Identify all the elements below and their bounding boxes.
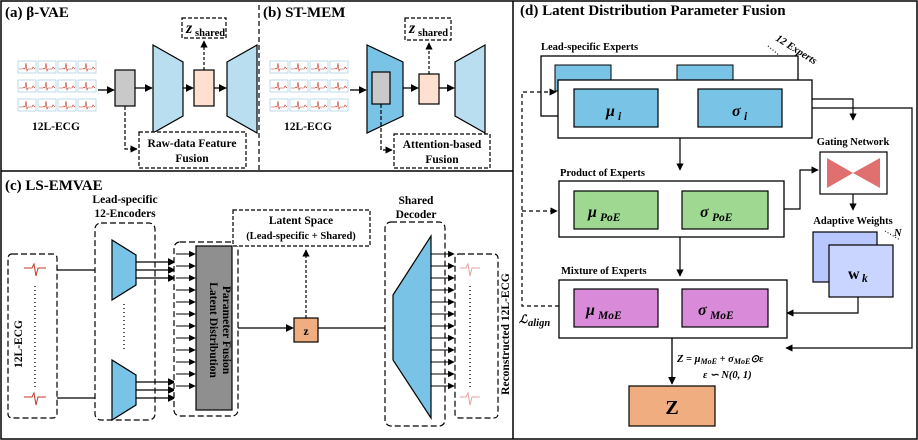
- encoders-label-1: Lead-specific: [92, 194, 157, 206]
- mu-poe-sub: PoE: [600, 212, 621, 224]
- adaptive-label: Adaptive Weights: [813, 216, 892, 227]
- recon-trace-bottom: [460, 391, 480, 406]
- gating-right: [853, 158, 880, 188]
- eq1-a: Z = μMoE + σMoE⊙ε: [676, 354, 764, 366]
- sigma-i-sub: i: [744, 111, 748, 123]
- sigma-poe: [681, 190, 769, 230]
- fusion-a-line2: Fusion: [175, 153, 209, 165]
- decoder-a: [226, 43, 258, 135]
- input-ecg-box: [7, 253, 58, 419]
- encoders-box: [94, 222, 156, 421]
- sigma-poe-sub: PoE: [712, 212, 733, 224]
- panel-d: (d) Latent Distribution Parameter Fusion…: [519, 3, 913, 427]
- mu-i-sub: i: [618, 111, 622, 123]
- latent-space-sub: (Lead-specific + Shared): [246, 231, 356, 242]
- input-label-c: 12L-ECG: [13, 320, 25, 368]
- preprocess-block-a: [114, 69, 136, 107]
- input-label-b: 12L-ECG: [284, 121, 332, 133]
- z-output-label: Z: [665, 397, 678, 419]
- panel-d-title: (d) Latent Distribution Parameter Fusion: [520, 3, 786, 19]
- panel-b: (b) ST-MEM 12L-ECG z shared Attention-ba…: [263, 5, 491, 169]
- w-label: w: [848, 266, 860, 283]
- sigma-moe: [681, 288, 769, 328]
- encoder-last: [111, 358, 137, 422]
- fusion-label-2: Parameter Fusion: [220, 286, 232, 375]
- z-shared-a: [181, 17, 227, 39]
- decoder-b: [454, 43, 486, 135]
- sigma-i-label: σ: [732, 103, 741, 120]
- ecg-trace-bottom: [24, 391, 46, 406]
- moe-label: Mixture of Experts: [561, 266, 647, 277]
- panel-a: (a) β-VAE 12L-ECG z shared Raw-data Feat…: [5, 5, 258, 169]
- recon-trace-top: [460, 262, 480, 277]
- fusion-label-1: Latent Distribution: [207, 282, 219, 378]
- poe-label: Product of Experts: [560, 168, 645, 179]
- align-line: [521, 88, 559, 307]
- z-shared-a-label: z: [185, 20, 193, 37]
- sigma-i: [697, 88, 783, 128]
- mu-poe-label: μ: [587, 204, 597, 221]
- fusion-b-line2: Fusion: [425, 154, 459, 166]
- sigma-moe-label: σ: [698, 302, 707, 319]
- panel-c-title: (c) LS-EMVAE: [5, 178, 103, 194]
- z-output: [628, 385, 716, 427]
- z-shared-b-sub: shared: [418, 28, 448, 39]
- latent-z-c-label: z: [303, 326, 308, 338]
- moe-return-line: [787, 107, 913, 349]
- fusion-b-line1: Attention-based: [403, 139, 482, 151]
- latent-space-box: [232, 209, 371, 247]
- ecg-grid-b: [269, 60, 349, 112]
- sigma-moe-sub: MoE: [709, 310, 734, 322]
- mu-i: [573, 88, 659, 128]
- loss-sub: align: [528, 318, 550, 329]
- latent-space-title: Latent Space: [269, 215, 333, 227]
- encoders-label-2: 12-Encoders: [94, 208, 156, 220]
- latent-z-c: [293, 317, 319, 343]
- mu-poe: [573, 190, 659, 230]
- output-ecg-box: [454, 253, 499, 419]
- sigma-poe-label: σ: [700, 204, 709, 221]
- n-label: N: [893, 228, 902, 239]
- mu-moe: [573, 288, 659, 328]
- ecg-grid-a: [17, 60, 97, 112]
- gating-label: Gating Network: [817, 137, 890, 148]
- encoder-first: [111, 238, 137, 302]
- fusion-block: [195, 245, 233, 411]
- panel-c: (c) LS-EMVAE Lead-specific 12-Encoders 1…: [5, 178, 512, 427]
- output-label-c: Reconstructed 12L-ECG: [500, 273, 512, 395]
- panel-a-title: (a) β-VAE: [5, 5, 69, 21]
- w-sub: k: [862, 273, 868, 285]
- input-label-a: 12L-ECG: [32, 121, 80, 133]
- z-shared-b: [404, 17, 452, 41]
- z-shared-b-label: z: [408, 20, 416, 37]
- shared-decoder: [392, 233, 432, 421]
- latent-block-b: [418, 73, 440, 105]
- fusion-box-a: [138, 131, 247, 169]
- w-k: [828, 244, 894, 298]
- attention-block-b: [371, 71, 391, 105]
- z-shared-a-sub: shared: [195, 28, 225, 39]
- fusion-a-line1: Raw-data Feature: [148, 138, 237, 150]
- mu-i-label: μ: [605, 103, 615, 120]
- encoder-a: [152, 43, 184, 135]
- eq2: ε ∽ N(0, 1): [703, 370, 752, 381]
- ecg-trace-top: [24, 262, 46, 277]
- decoder-label-1: Shared: [399, 195, 435, 207]
- experts-label: Lead-specific Experts: [541, 42, 638, 53]
- decoder-label-2: Decoder: [396, 209, 437, 221]
- mu-moe-sub: MoE: [597, 310, 622, 322]
- mu-moe-label: μ: [585, 302, 595, 319]
- loss-label: ℒ: [519, 314, 528, 326]
- latent-block-a: [193, 69, 215, 107]
- gating-left: [827, 158, 853, 188]
- panel-b-title: (b) ST-MEM: [263, 5, 345, 21]
- fusion-box-b: [393, 133, 491, 169]
